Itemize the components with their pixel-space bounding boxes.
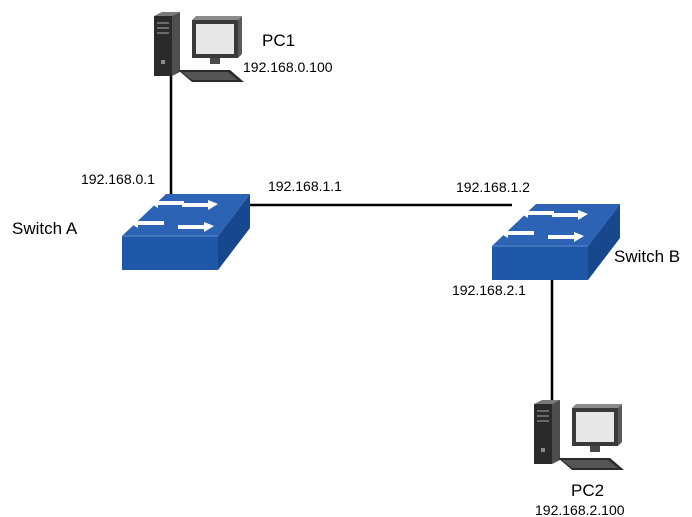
pc1-ip-label: 192.168.0.100 — [243, 59, 333, 75]
switch-a-name-label: Switch A — [12, 219, 78, 238]
desktop-computer-icon — [154, 12, 244, 82]
pc1-name-label: PC1 — [262, 31, 296, 50]
switch-a-switch-b-interface-ip: 192.168.1.1 — [268, 178, 342, 194]
switch-b-pc2-interface-ip: 192.168.2.1 — [452, 282, 526, 298]
switch-b-switch-a-interface-ip: 192.168.1.2 — [456, 179, 530, 195]
desktop-computer-icon — [534, 400, 624, 470]
network-switch-icon — [492, 204, 620, 280]
switch-b-name-label: Switch B — [614, 247, 681, 266]
pc2-ip-label: 192.168.2.100 — [535, 502, 625, 517]
pc2-name-label: PC2 — [571, 481, 605, 500]
switch-a-pc1-interface-ip: 192.168.0.1 — [81, 171, 155, 187]
network-switch-icon — [122, 194, 250, 270]
